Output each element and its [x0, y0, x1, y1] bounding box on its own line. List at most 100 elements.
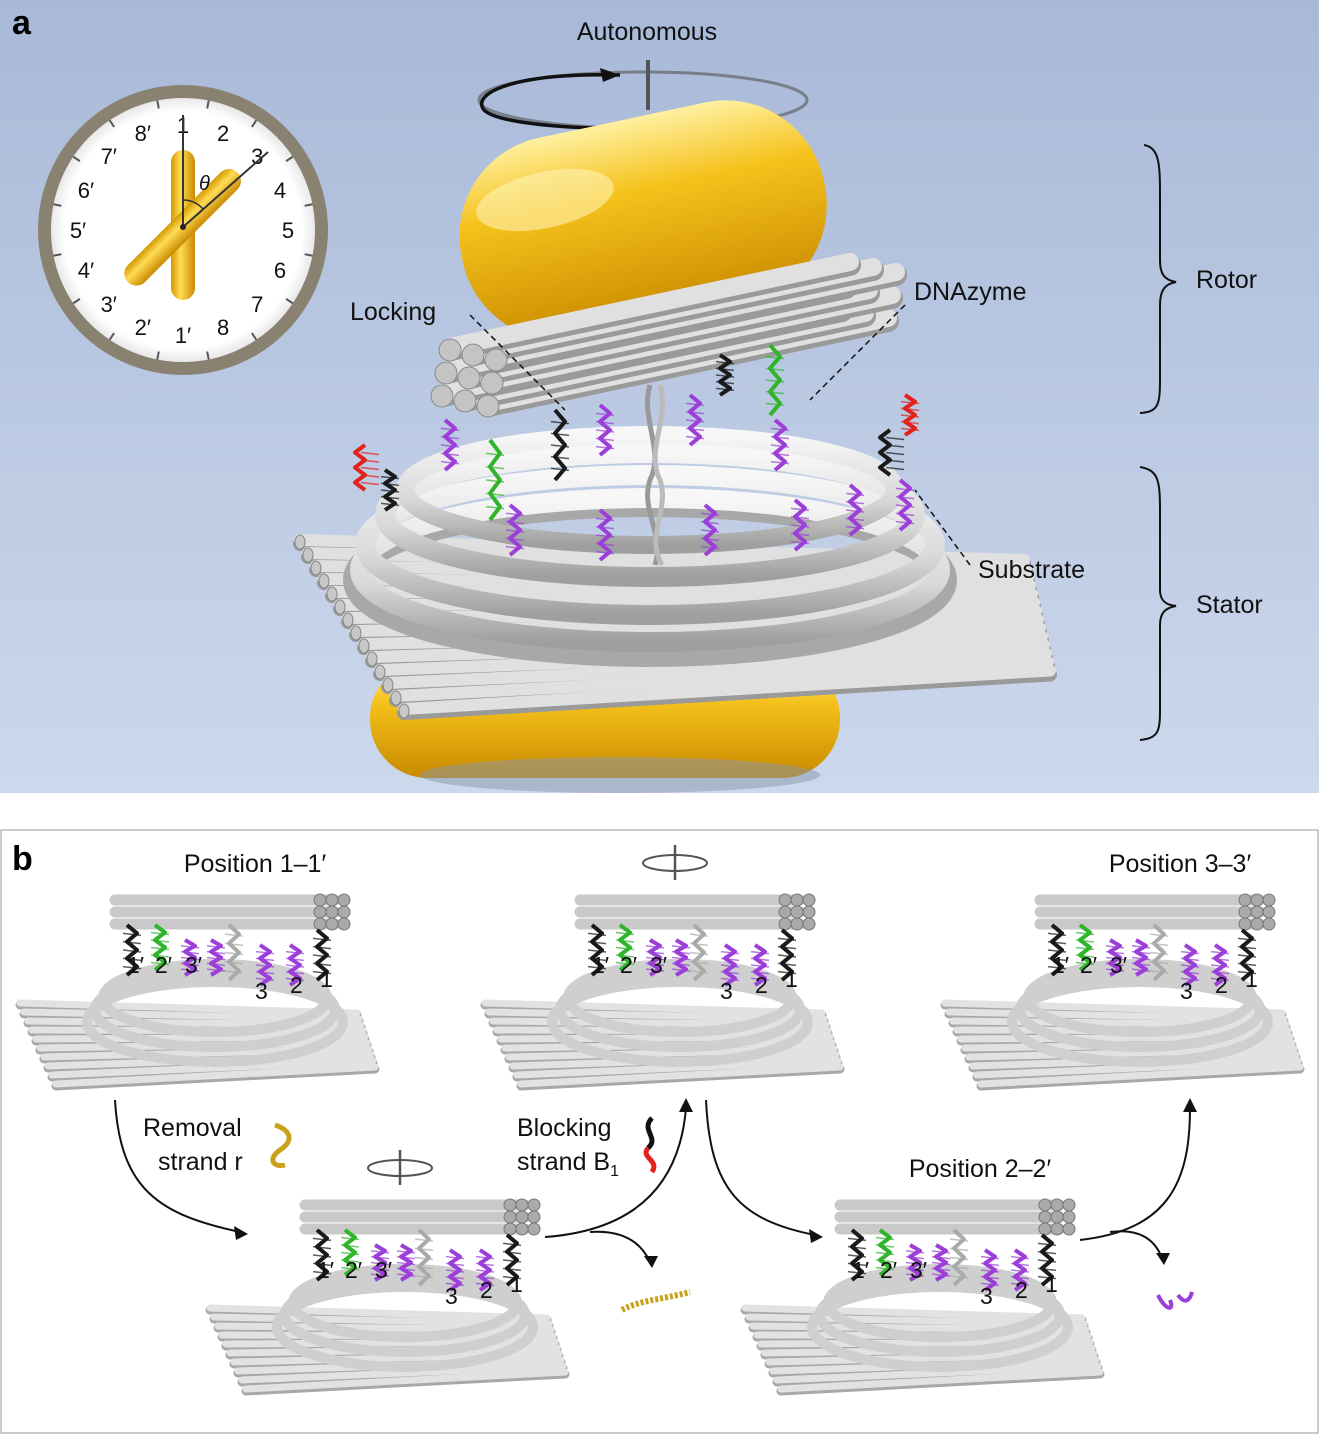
rotor-black-strand-basepair — [715, 387, 735, 392]
rotor-rod-end — [1038, 1222, 1052, 1236]
clock-tick — [156, 100, 160, 109]
rotor-rod-end — [325, 917, 339, 931]
strand-purple-basepair — [931, 1255, 951, 1260]
substrate-strand — [598, 508, 612, 562]
blocked-substrate-red-right-basepair — [900, 414, 920, 418]
strand-purple-basepair — [671, 950, 691, 955]
central-axle-basepair — [414, 1256, 434, 1261]
stator-rod-end — [350, 625, 362, 641]
arrowhead-5 — [1183, 1098, 1197, 1112]
clock-tick — [251, 119, 258, 128]
strand-purple-basepair — [905, 1273, 925, 1277]
central-axle-basepair — [949, 1275, 969, 1279]
strand-black-basepair — [312, 1270, 332, 1275]
strand-green-basepair — [1075, 954, 1095, 958]
stator-ring — [343, 426, 957, 667]
clock-number: 1′ — [175, 323, 191, 348]
substrate-strand-basepair — [685, 419, 705, 423]
rotor-rod-end — [1038, 1210, 1052, 1224]
central-axle — [1152, 923, 1166, 982]
strand-purple-basepair — [285, 950, 305, 955]
strand-purple-basepair — [445, 1282, 465, 1287]
strand-black-basepair — [122, 949, 142, 953]
rotor-rod-end — [337, 905, 351, 919]
site-label: 2 — [755, 972, 768, 998]
dnazyme-strand-hybridized-basepair — [485, 492, 505, 497]
strand-purple — [908, 1243, 922, 1282]
strand-purple-basepair — [1180, 970, 1200, 975]
sheet-rod — [24, 1017, 365, 1029]
blocking-strand-black-basepair — [380, 495, 400, 500]
clock-tick — [206, 351, 210, 360]
strand-purple-basepair — [396, 1267, 416, 1272]
central-axle — [227, 923, 241, 982]
strand-purple-basepair — [720, 970, 740, 975]
rotor-rod-end — [802, 917, 816, 931]
arrow-state2-to-intermediate2 — [705, 1099, 816, 1236]
strand-purple-basepair — [396, 1273, 416, 1277]
strand-purple-basepair — [285, 964, 305, 968]
site-label: 2′ — [620, 952, 637, 978]
strand-purple-basepair — [1131, 945, 1151, 949]
rotor-black-strand-basepair — [715, 360, 735, 365]
rotor-rod-end — [790, 893, 804, 907]
dnazyme-strand-hybridized-basepair — [485, 479, 505, 483]
stator-rod-end — [302, 547, 314, 563]
rotor-rod-end — [1062, 1198, 1076, 1212]
strand-black — [125, 923, 139, 977]
rotor-rod-end — [1250, 893, 1264, 907]
blocked-substrate-red-basepair — [360, 474, 380, 478]
clock-tick — [156, 351, 160, 360]
arrowhead-2 — [679, 1098, 693, 1112]
strand-purple-basepair — [1210, 950, 1230, 955]
clock-tick — [72, 155, 81, 162]
sheet-rod — [749, 1322, 1090, 1334]
strand-purple-basepair — [980, 1269, 1000, 1273]
sheet-rod — [489, 1017, 830, 1029]
dnazyme-label: DNAzyme — [914, 278, 1027, 306]
stator-rod-end — [358, 638, 370, 654]
strand-purple-basepair — [645, 962, 665, 967]
clock-number: 8′ — [135, 121, 151, 146]
substrate-strand-basepair — [595, 550, 615, 555]
strand-purple-basepair — [475, 1275, 495, 1280]
state-title: Position 1–1′ — [184, 850, 327, 878]
strand-purple-basepair — [750, 950, 770, 955]
substrate-strand-basepair — [595, 517, 615, 522]
substrate-strand-basepair — [770, 435, 790, 440]
dnazyme-strand-hybridized — [488, 438, 502, 522]
substrate-strand-basepair — [770, 460, 790, 465]
strand-purple — [674, 938, 688, 977]
strand-purple-basepair — [980, 1282, 1000, 1287]
strand-purple-basepair — [1180, 957, 1200, 962]
rotor-rod-end — [778, 893, 792, 907]
strand-black-basepair — [1237, 945, 1257, 950]
strand-purple-basepair — [475, 1255, 495, 1260]
clock-tick — [285, 298, 294, 305]
strand-purple-basepair — [1131, 950, 1151, 955]
substrate-strand-basepair — [595, 412, 615, 417]
site-label: 1 — [510, 1271, 523, 1297]
arrowhead-3 — [644, 1256, 658, 1268]
arrowhead-6 — [1156, 1253, 1170, 1265]
strand-black — [1240, 928, 1254, 982]
strand-green-basepair — [150, 931, 170, 936]
blocking-strand-black — [383, 468, 397, 512]
clock-numbers: 123456781′2′3′4′5′6′7′8′ — [70, 113, 294, 348]
strand-black — [1050, 923, 1064, 977]
locking-strand — [553, 408, 567, 482]
strand-purple-basepair — [1105, 945, 1125, 949]
site-label: 3 — [720, 978, 733, 1004]
strand-black-basepair — [777, 937, 797, 942]
central-axle-basepair — [949, 1256, 969, 1261]
strand-green-basepair — [615, 939, 635, 943]
strand-black-basepair — [847, 1262, 867, 1267]
strand-black-basepair — [502, 1250, 522, 1255]
rotor-label: Rotor — [1196, 266, 1257, 294]
substrate-strand-basepair — [595, 445, 615, 450]
rotor-rod-end — [802, 905, 816, 919]
blocking-label-line2: strand B1 — [517, 1148, 619, 1180]
strand-green — [618, 923, 632, 972]
blocking-strand-red — [643, 1146, 657, 1174]
